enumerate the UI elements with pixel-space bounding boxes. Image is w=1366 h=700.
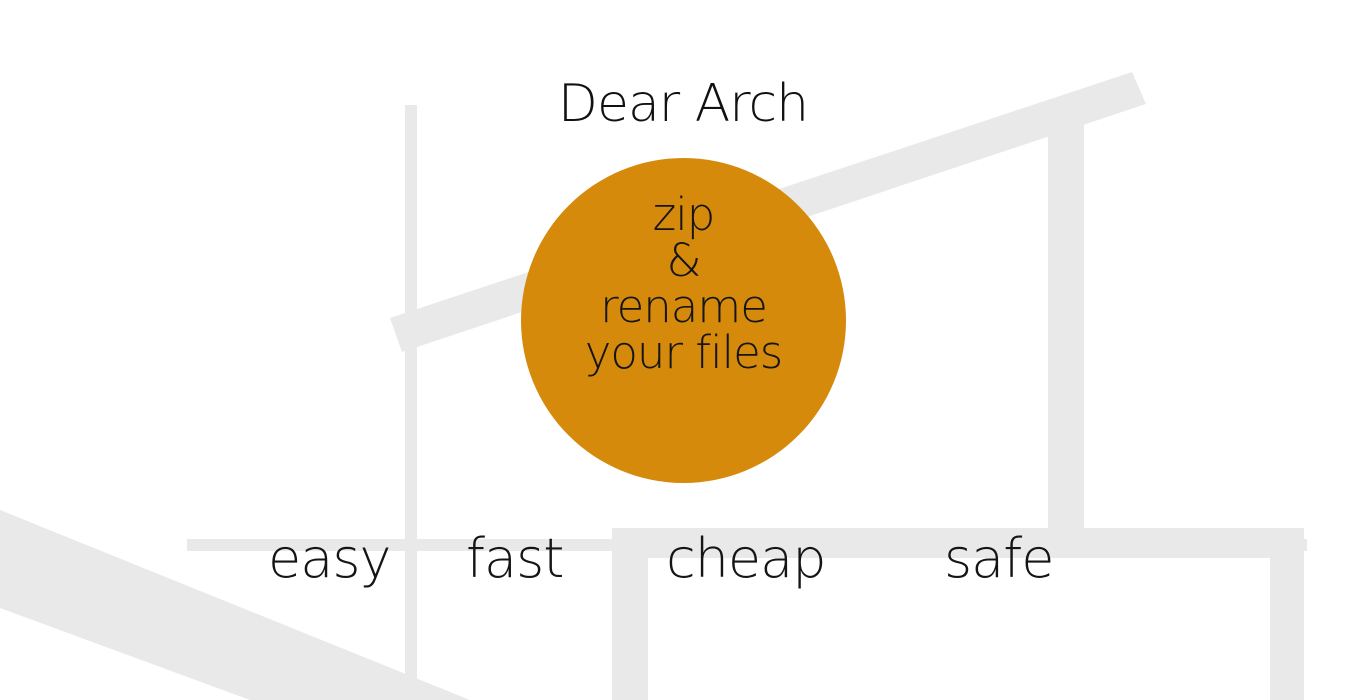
feature-fast: fast — [466, 527, 564, 590]
hero-line-your-files: your files — [584, 326, 783, 379]
decor-wedge-bottom-left — [0, 510, 470, 700]
feature-cheap: cheap — [666, 527, 827, 590]
decor-pillar-right — [1048, 118, 1084, 540]
decor-frame-right — [1270, 528, 1304, 700]
hero-line-ampersand: & — [666, 234, 701, 287]
decor-frame-top — [612, 528, 1304, 558]
feature-safe: safe — [944, 527, 1054, 590]
feature-easy: easy — [268, 527, 391, 590]
hero-line-zip: zip — [652, 188, 716, 241]
decor-frame-left — [612, 528, 648, 700]
decor-line-vertical-left — [405, 105, 417, 700]
page-title: Dear Arch — [557, 74, 809, 134]
hero-zip-rename-button[interactable]: zip & rename your files — [521, 158, 846, 483]
hero-line-rename: rename — [600, 280, 768, 333]
